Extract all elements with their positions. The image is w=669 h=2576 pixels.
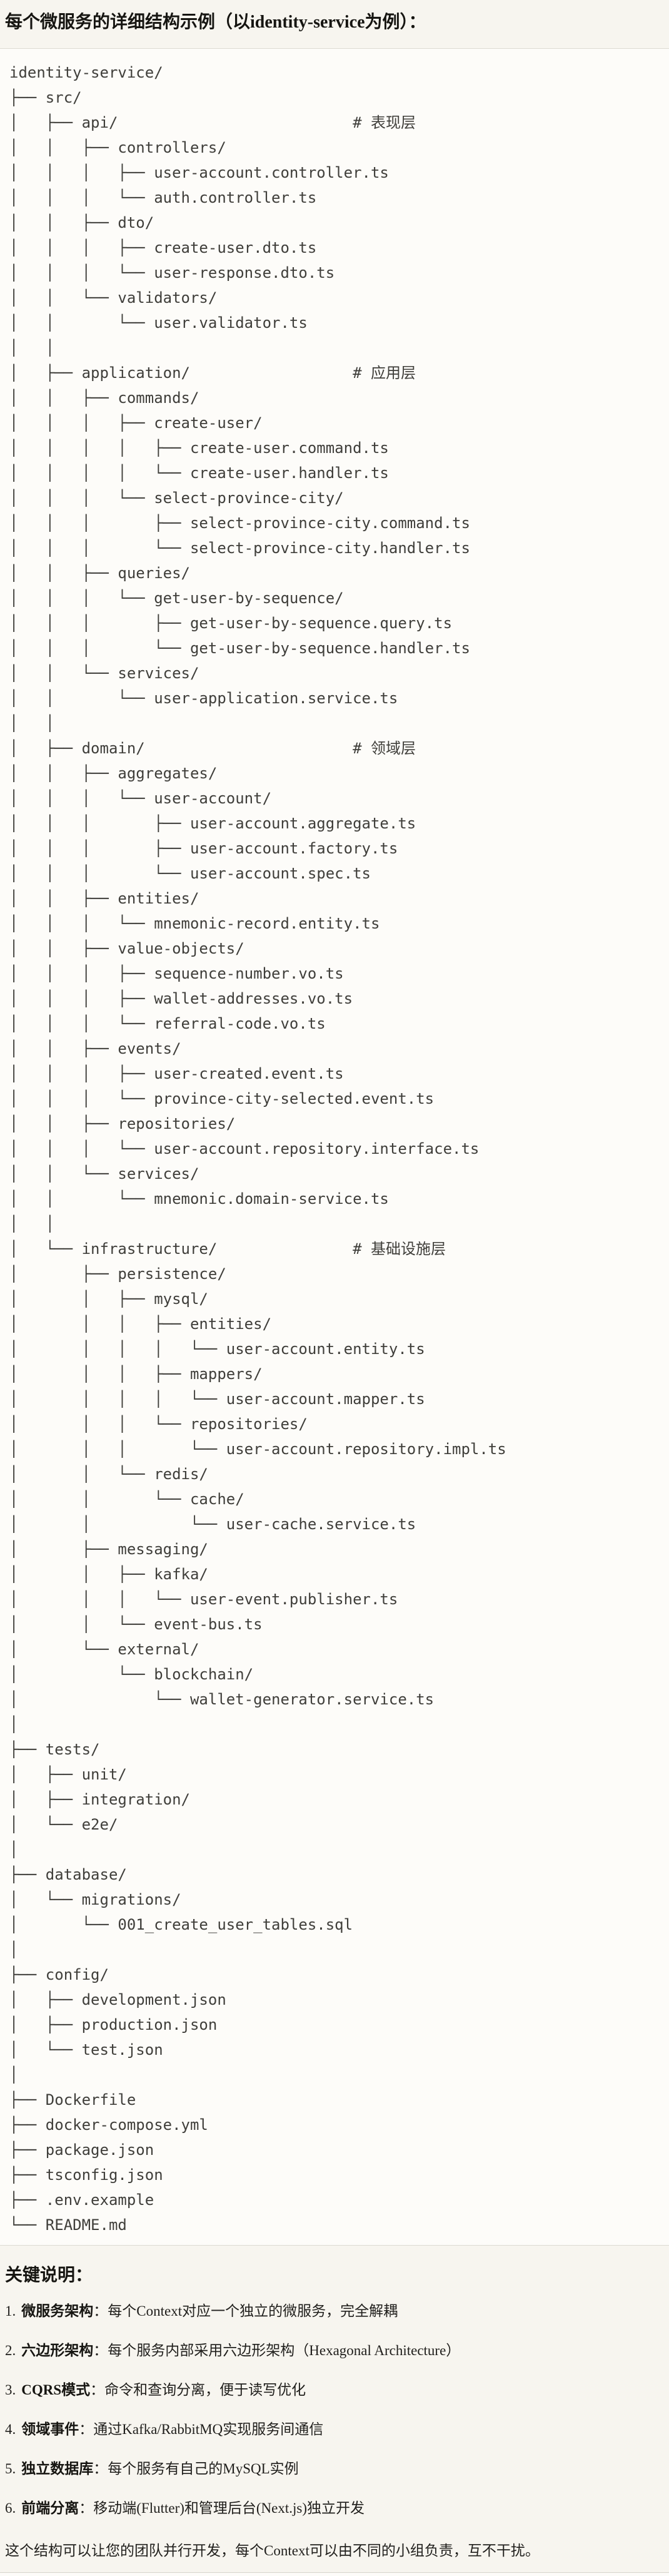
list-item: 2. 六边形架构：每个服务内部采用六边形架构（Hexagonal Architec… bbox=[5, 2338, 669, 2363]
item-text: 移动端(Flutter)和管理后台(Next.js)独立开发 bbox=[93, 2500, 365, 2516]
notes-list: 1.微服务架构：每个Context对应一个独立的微服务，完全解耦 2.六边形架构… bbox=[5, 2299, 669, 2521]
item-text: 每个服务有自己的MySQL实例 bbox=[108, 2461, 299, 2477]
directory-tree-code: identity-service/ ├── src/ │ ├── api/ # … bbox=[9, 64, 506, 2234]
closing-paragraph: 这个结构可以让您的团队并行开发，每个Context可以由不同的小组负责，互不干扰… bbox=[5, 2543, 540, 2558]
list-item: 3. CQRS模式：命令和查询分离，便于读写优化 bbox=[5, 2378, 669, 2403]
item-separator: ： bbox=[93, 2303, 108, 2319]
code-block: identity-service/ ├── src/ │ ├── api/ # … bbox=[0, 48, 669, 2246]
item-label: 前端分离 bbox=[21, 2500, 79, 2516]
item-text: 命令和查询分离，便于读写优化 bbox=[104, 2382, 306, 2398]
item-number: 2. bbox=[5, 2343, 16, 2358]
page-title: 每个微服务的详细结构示例（以identity-service为例）： bbox=[5, 13, 426, 32]
item-separator: ： bbox=[79, 2421, 94, 2437]
item-text: 每个服务内部采用六边形架构（Hexagonal Architecture） bbox=[108, 2343, 461, 2358]
item-number: 6. bbox=[5, 2500, 16, 2516]
item-label: 六边形架构 bbox=[21, 2343, 94, 2358]
item-label: 领域事件 bbox=[21, 2421, 79, 2437]
next-code-block-top-edge bbox=[0, 2572, 669, 2576]
item-number: 1. bbox=[5, 2303, 16, 2319]
list-item: 5. 独立数据库：每个服务有自己的MySQL实例 bbox=[5, 2456, 669, 2482]
item-number: 4. bbox=[5, 2421, 16, 2437]
notes-heading: 关键说明： bbox=[5, 2266, 93, 2285]
list-item: 1. 微服务架构：每个Context对应一个独立的微服务，完全解耦 bbox=[5, 2299, 669, 2324]
item-separator: ： bbox=[79, 2500, 94, 2516]
item-number: 3. bbox=[5, 2382, 16, 2398]
item-text: 每个Context对应一个独立的微服务，完全解耦 bbox=[108, 2303, 398, 2319]
item-label: CQRS模式 bbox=[21, 2382, 91, 2398]
item-separator: ： bbox=[93, 2461, 108, 2477]
item-label: 独立数据库 bbox=[21, 2461, 94, 2477]
item-text: 通过Kafka/RabbitMQ实现服务间通信 bbox=[93, 2421, 324, 2437]
list-item: 4. 领域事件：通过Kafka/RabbitMQ实现服务间通信 bbox=[5, 2417, 669, 2442]
item-separator: ： bbox=[90, 2382, 105, 2398]
list-item: 6. 前端分离：移动端(Flutter)和管理后台(Next.js)独立开发 bbox=[5, 2496, 669, 2521]
item-separator: ： bbox=[93, 2343, 108, 2358]
item-label: 微服务架构 bbox=[21, 2303, 94, 2319]
item-number: 5. bbox=[5, 2461, 16, 2477]
